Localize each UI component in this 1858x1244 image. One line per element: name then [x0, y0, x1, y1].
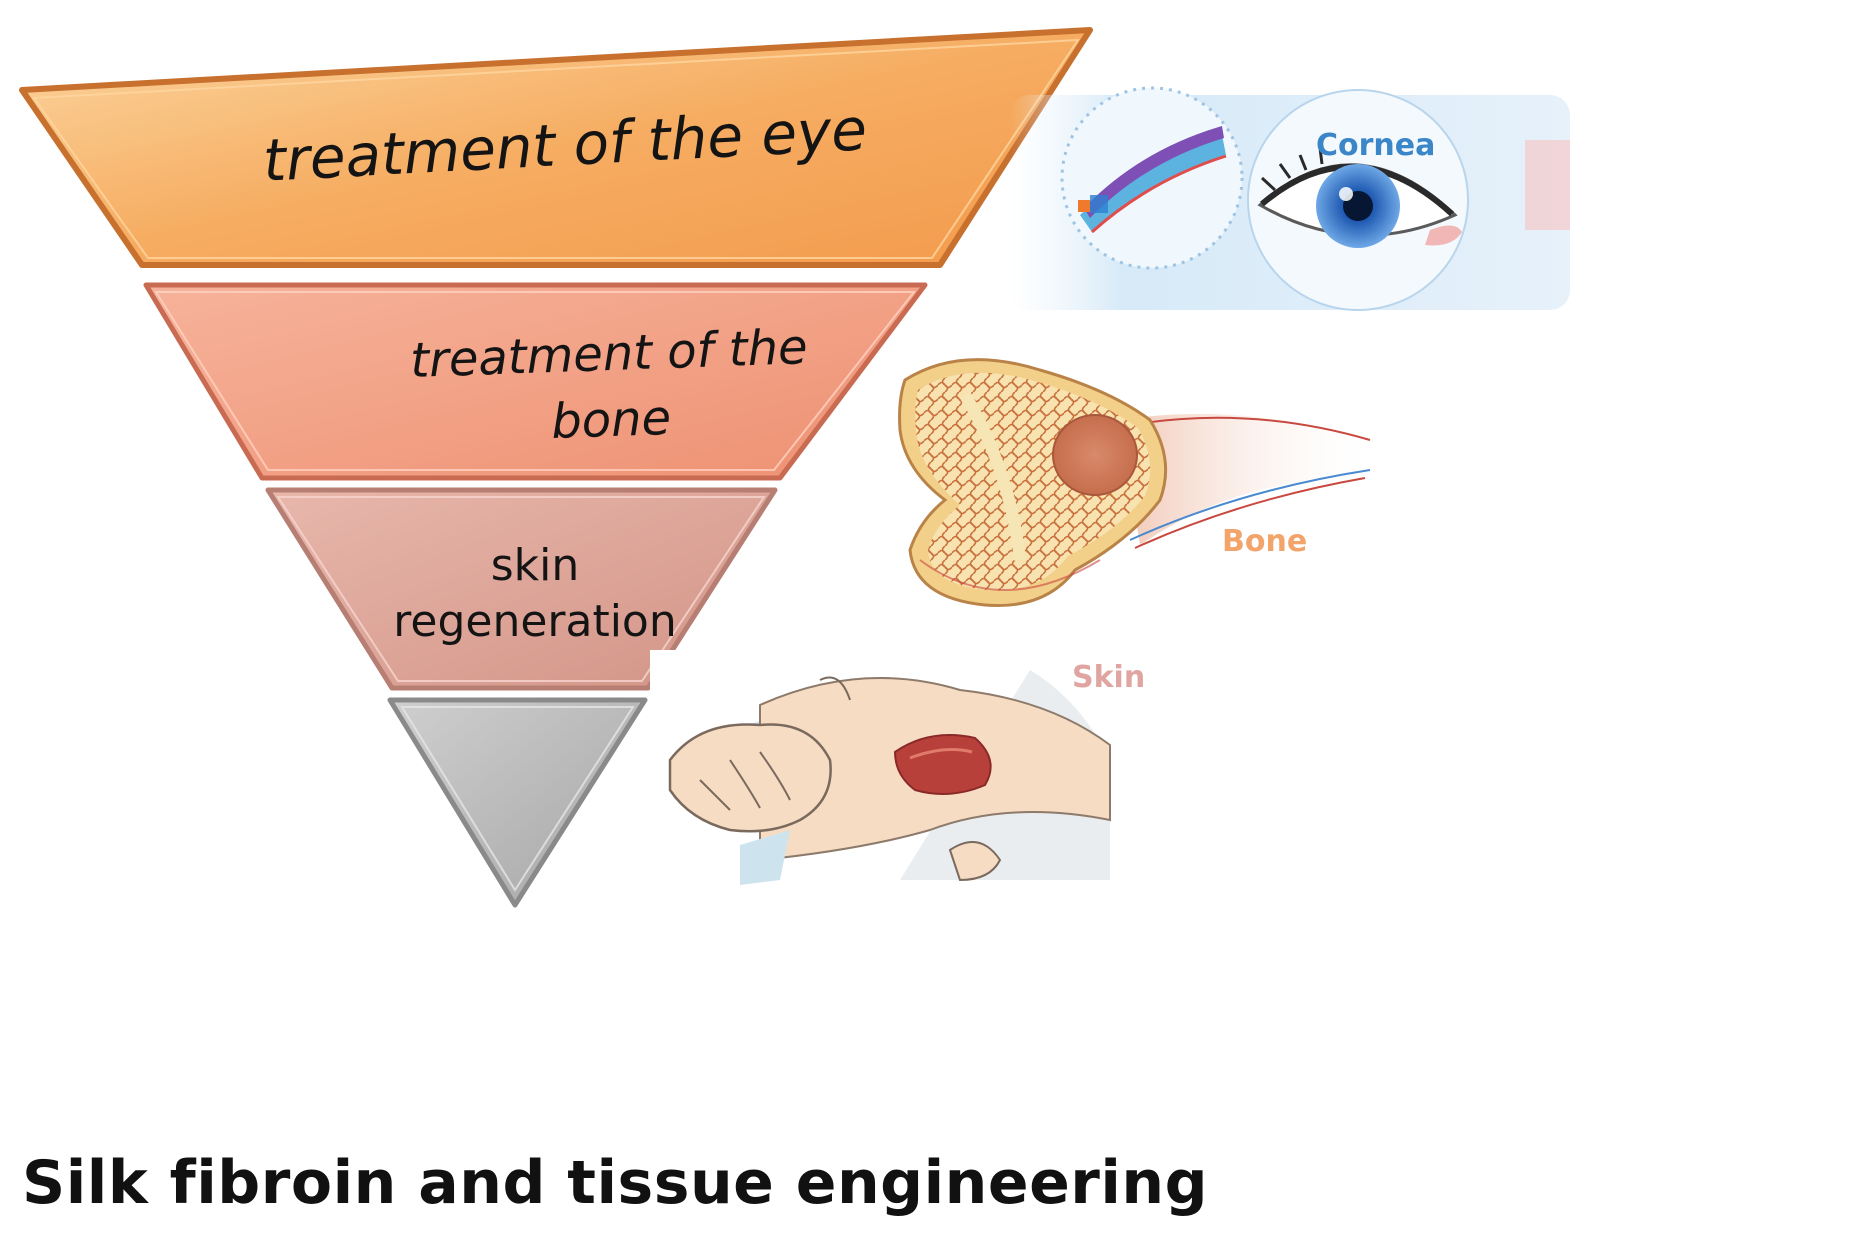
- hand: [668, 723, 832, 833]
- cornea-illustration: [1010, 86, 1570, 311]
- bone-marrow: [1052, 414, 1138, 496]
- skin-illustration: [650, 650, 1120, 890]
- tier-tip-shape: [387, 697, 648, 908]
- tier-bone-shape: [143, 282, 928, 481]
- tier-skin-label: skin regeneration: [393, 540, 677, 647]
- cornea-label: Cornea: [1316, 128, 1436, 163]
- tier-eye-shape: [19, 27, 1093, 268]
- bone-label: Bone: [1222, 524, 1308, 559]
- tier-bone-label: treatment of the bone: [409, 319, 809, 451]
- bone-illustration: [898, 358, 1380, 608]
- wound: [893, 734, 992, 795]
- skin-label: Skin: [1072, 660, 1146, 695]
- pyramid: [19, 27, 1093, 908]
- tier-skin-shape: [265, 487, 778, 691]
- figure-title: Silk fibroin and tissue engineering: [22, 1148, 1209, 1218]
